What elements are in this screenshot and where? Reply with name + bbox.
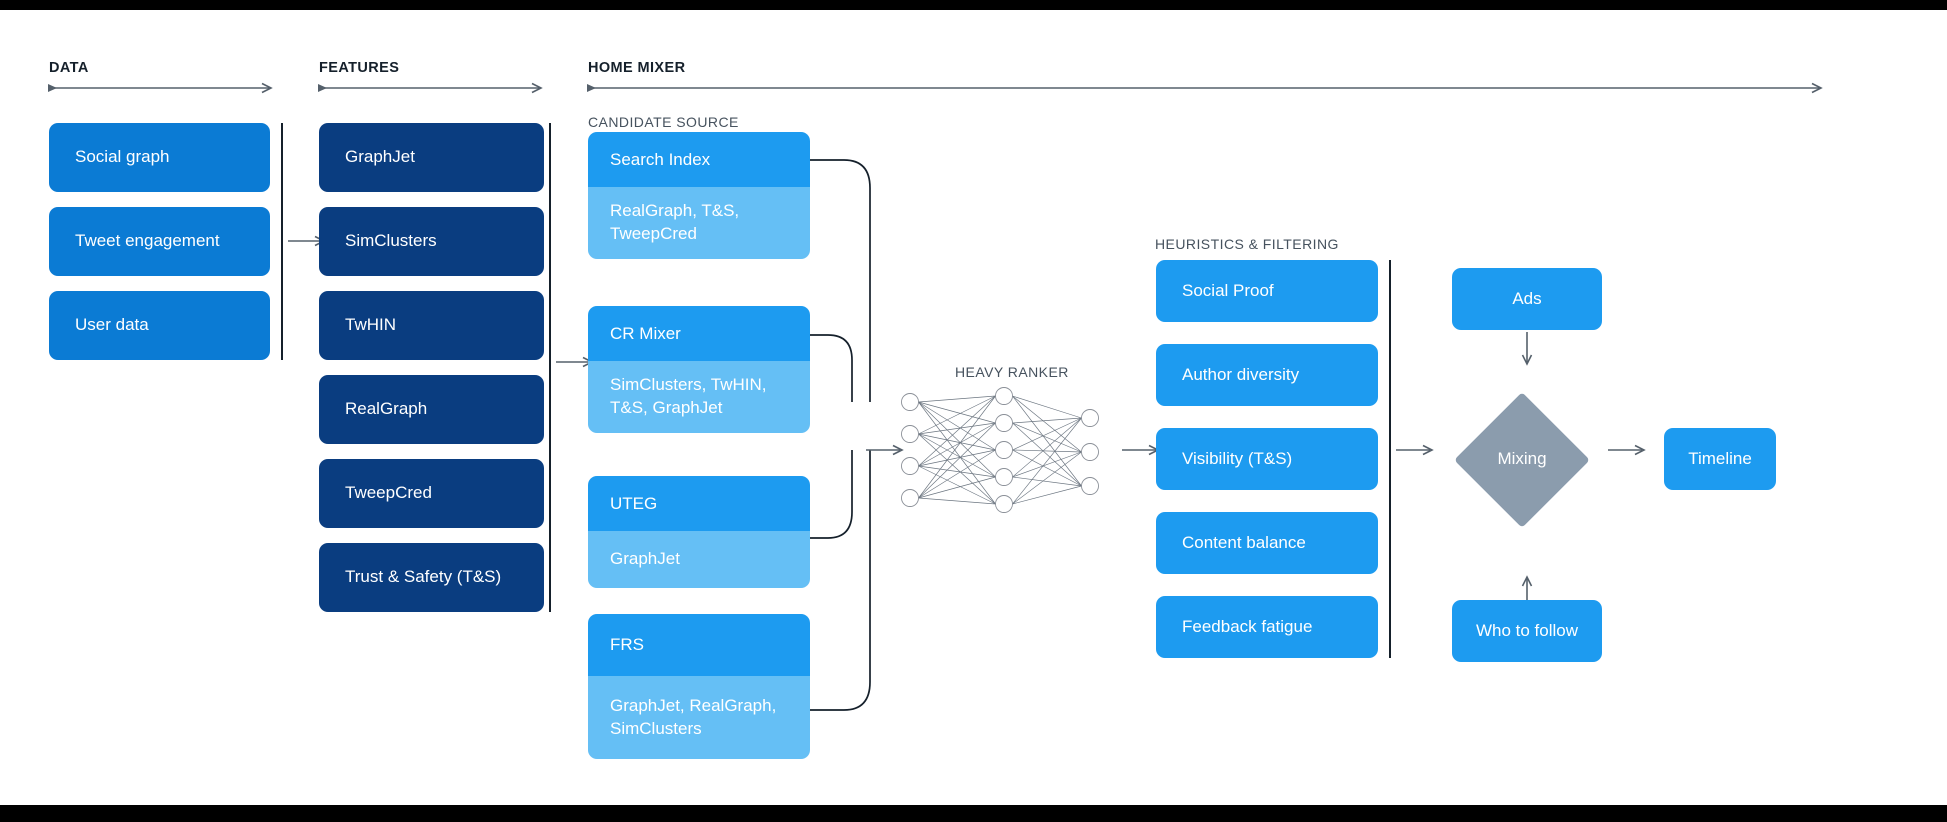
arrow-heuristics-to-mixing bbox=[1396, 444, 1438, 456]
divider-data-features bbox=[281, 123, 283, 360]
bracket-candidate-sources-to-ranker bbox=[806, 150, 886, 730]
output-box-ads[interactable]: Ads bbox=[1452, 268, 1602, 330]
candidate-source-name: CR Mixer bbox=[588, 306, 810, 361]
subsection-title-heavy-ranker: HEAVY RANKER bbox=[955, 364, 1069, 380]
data-box-label: User data bbox=[75, 315, 149, 335]
candidate-source-uses: GraphJet bbox=[588, 531, 810, 588]
home-mixer-header-rule bbox=[587, 82, 1824, 94]
section-title-features: FEATURES bbox=[319, 60, 400, 76]
section-title-data: DATA bbox=[49, 60, 89, 76]
output-box-label: Timeline bbox=[1688, 448, 1752, 468]
heuristic-box-label: Feedback fatigue bbox=[1182, 616, 1313, 636]
output-box-who-to-follow[interactable]: Who to follow bbox=[1452, 600, 1602, 662]
feature-box-label: SimClusters bbox=[345, 231, 437, 251]
heuristic-box-label: Visibility (T&S) bbox=[1182, 448, 1293, 468]
output-box-label: Ads bbox=[1512, 288, 1542, 308]
heuristic-box-content-balance[interactable]: Content balance bbox=[1156, 512, 1378, 574]
feature-box-twhin[interactable]: TwHIN bbox=[319, 291, 544, 360]
candidate-source-name: FRS bbox=[588, 614, 810, 676]
feature-box-label: Trust & Safety (T&S) bbox=[345, 567, 502, 587]
heuristic-box-label: Social Proof bbox=[1182, 280, 1274, 300]
heuristic-box-feedback-fatigue[interactable]: Feedback fatigue bbox=[1156, 596, 1378, 658]
feature-box-trust-and-safety[interactable]: Trust & Safety (T&S) bbox=[319, 543, 544, 612]
mixing-diamond[interactable] bbox=[1454, 392, 1590, 528]
feature-box-graphjet[interactable]: GraphJet bbox=[319, 123, 544, 192]
feature-box-tweepcred[interactable]: TweepCred bbox=[319, 459, 544, 528]
feature-box-label: TwHIN bbox=[345, 315, 396, 335]
candidate-source-card-uteg[interactable]: UTEG GraphJet bbox=[588, 476, 810, 588]
divider-features-home-mixer bbox=[549, 123, 551, 612]
data-box-label: Social graph bbox=[75, 147, 170, 167]
candidate-source-card-search-index[interactable]: Search Index RealGraph, T&S, TweepCred bbox=[588, 132, 810, 259]
arrow-mixing-to-timeline bbox=[1608, 444, 1650, 456]
candidate-source-name: UTEG bbox=[588, 476, 810, 531]
data-header-rule bbox=[48, 82, 274, 94]
candidate-source-uses: RealGraph, T&S, TweepCred bbox=[588, 187, 810, 259]
subsection-title-candidate-source: CANDIDATE SOURCE bbox=[588, 114, 739, 130]
data-box-label: Tweet engagement bbox=[75, 231, 220, 251]
heuristic-box-author-diversity[interactable]: Author diversity bbox=[1156, 344, 1378, 406]
candidate-source-uses: SimClusters, TwHIN, T&S, GraphJet bbox=[588, 361, 810, 433]
heuristic-box-label: Content balance bbox=[1182, 532, 1306, 552]
data-box-user-data[interactable]: User data bbox=[49, 291, 270, 360]
letterbox-top bbox=[0, 0, 1947, 10]
heuristic-box-label: Author diversity bbox=[1182, 364, 1300, 384]
section-title-home-mixer: HOME MIXER bbox=[588, 60, 686, 76]
feature-box-label: RealGraph bbox=[345, 399, 428, 419]
feature-box-realgraph[interactable]: RealGraph bbox=[319, 375, 544, 444]
candidate-source-name: Search Index bbox=[588, 132, 810, 187]
features-header-rule bbox=[318, 82, 544, 94]
feature-box-label: TweepCred bbox=[345, 483, 432, 503]
feature-box-label: GraphJet bbox=[345, 147, 415, 167]
candidate-source-card-cr-mixer[interactable]: CR Mixer SimClusters, TwHIN, T&S, GraphJ… bbox=[588, 306, 810, 433]
arrow-candidate-source-to-heavy-ranker bbox=[866, 444, 908, 456]
output-box-timeline[interactable]: Timeline bbox=[1664, 428, 1776, 490]
subsection-title-heuristics: HEURISTICS & FILTERING bbox=[1155, 236, 1339, 252]
output-box-label: Who to follow bbox=[1475, 620, 1579, 640]
arrow-ads-to-mixing bbox=[1521, 332, 1533, 370]
heavy-ranker-neural-network bbox=[894, 387, 1114, 513]
feature-box-simclusters[interactable]: SimClusters bbox=[319, 207, 544, 276]
candidate-source-uses: GraphJet, RealGraph, SimClusters bbox=[588, 676, 810, 759]
twitter-algorithm-flow-diagram: DATA FEATURES HOME MIXER CANDIDA bbox=[0, 10, 1947, 805]
heuristic-box-social-proof[interactable]: Social Proof bbox=[1156, 260, 1378, 322]
candidate-source-card-frs[interactable]: FRS GraphJet, RealGraph, SimClusters bbox=[588, 614, 810, 759]
data-box-social-graph[interactable]: Social graph bbox=[49, 123, 270, 192]
letterbox-bottom bbox=[0, 805, 1947, 822]
heuristic-box-visibility[interactable]: Visibility (T&S) bbox=[1156, 428, 1378, 490]
data-box-tweet-engagement[interactable]: Tweet engagement bbox=[49, 207, 270, 276]
divider-heuristics-output bbox=[1389, 260, 1391, 658]
